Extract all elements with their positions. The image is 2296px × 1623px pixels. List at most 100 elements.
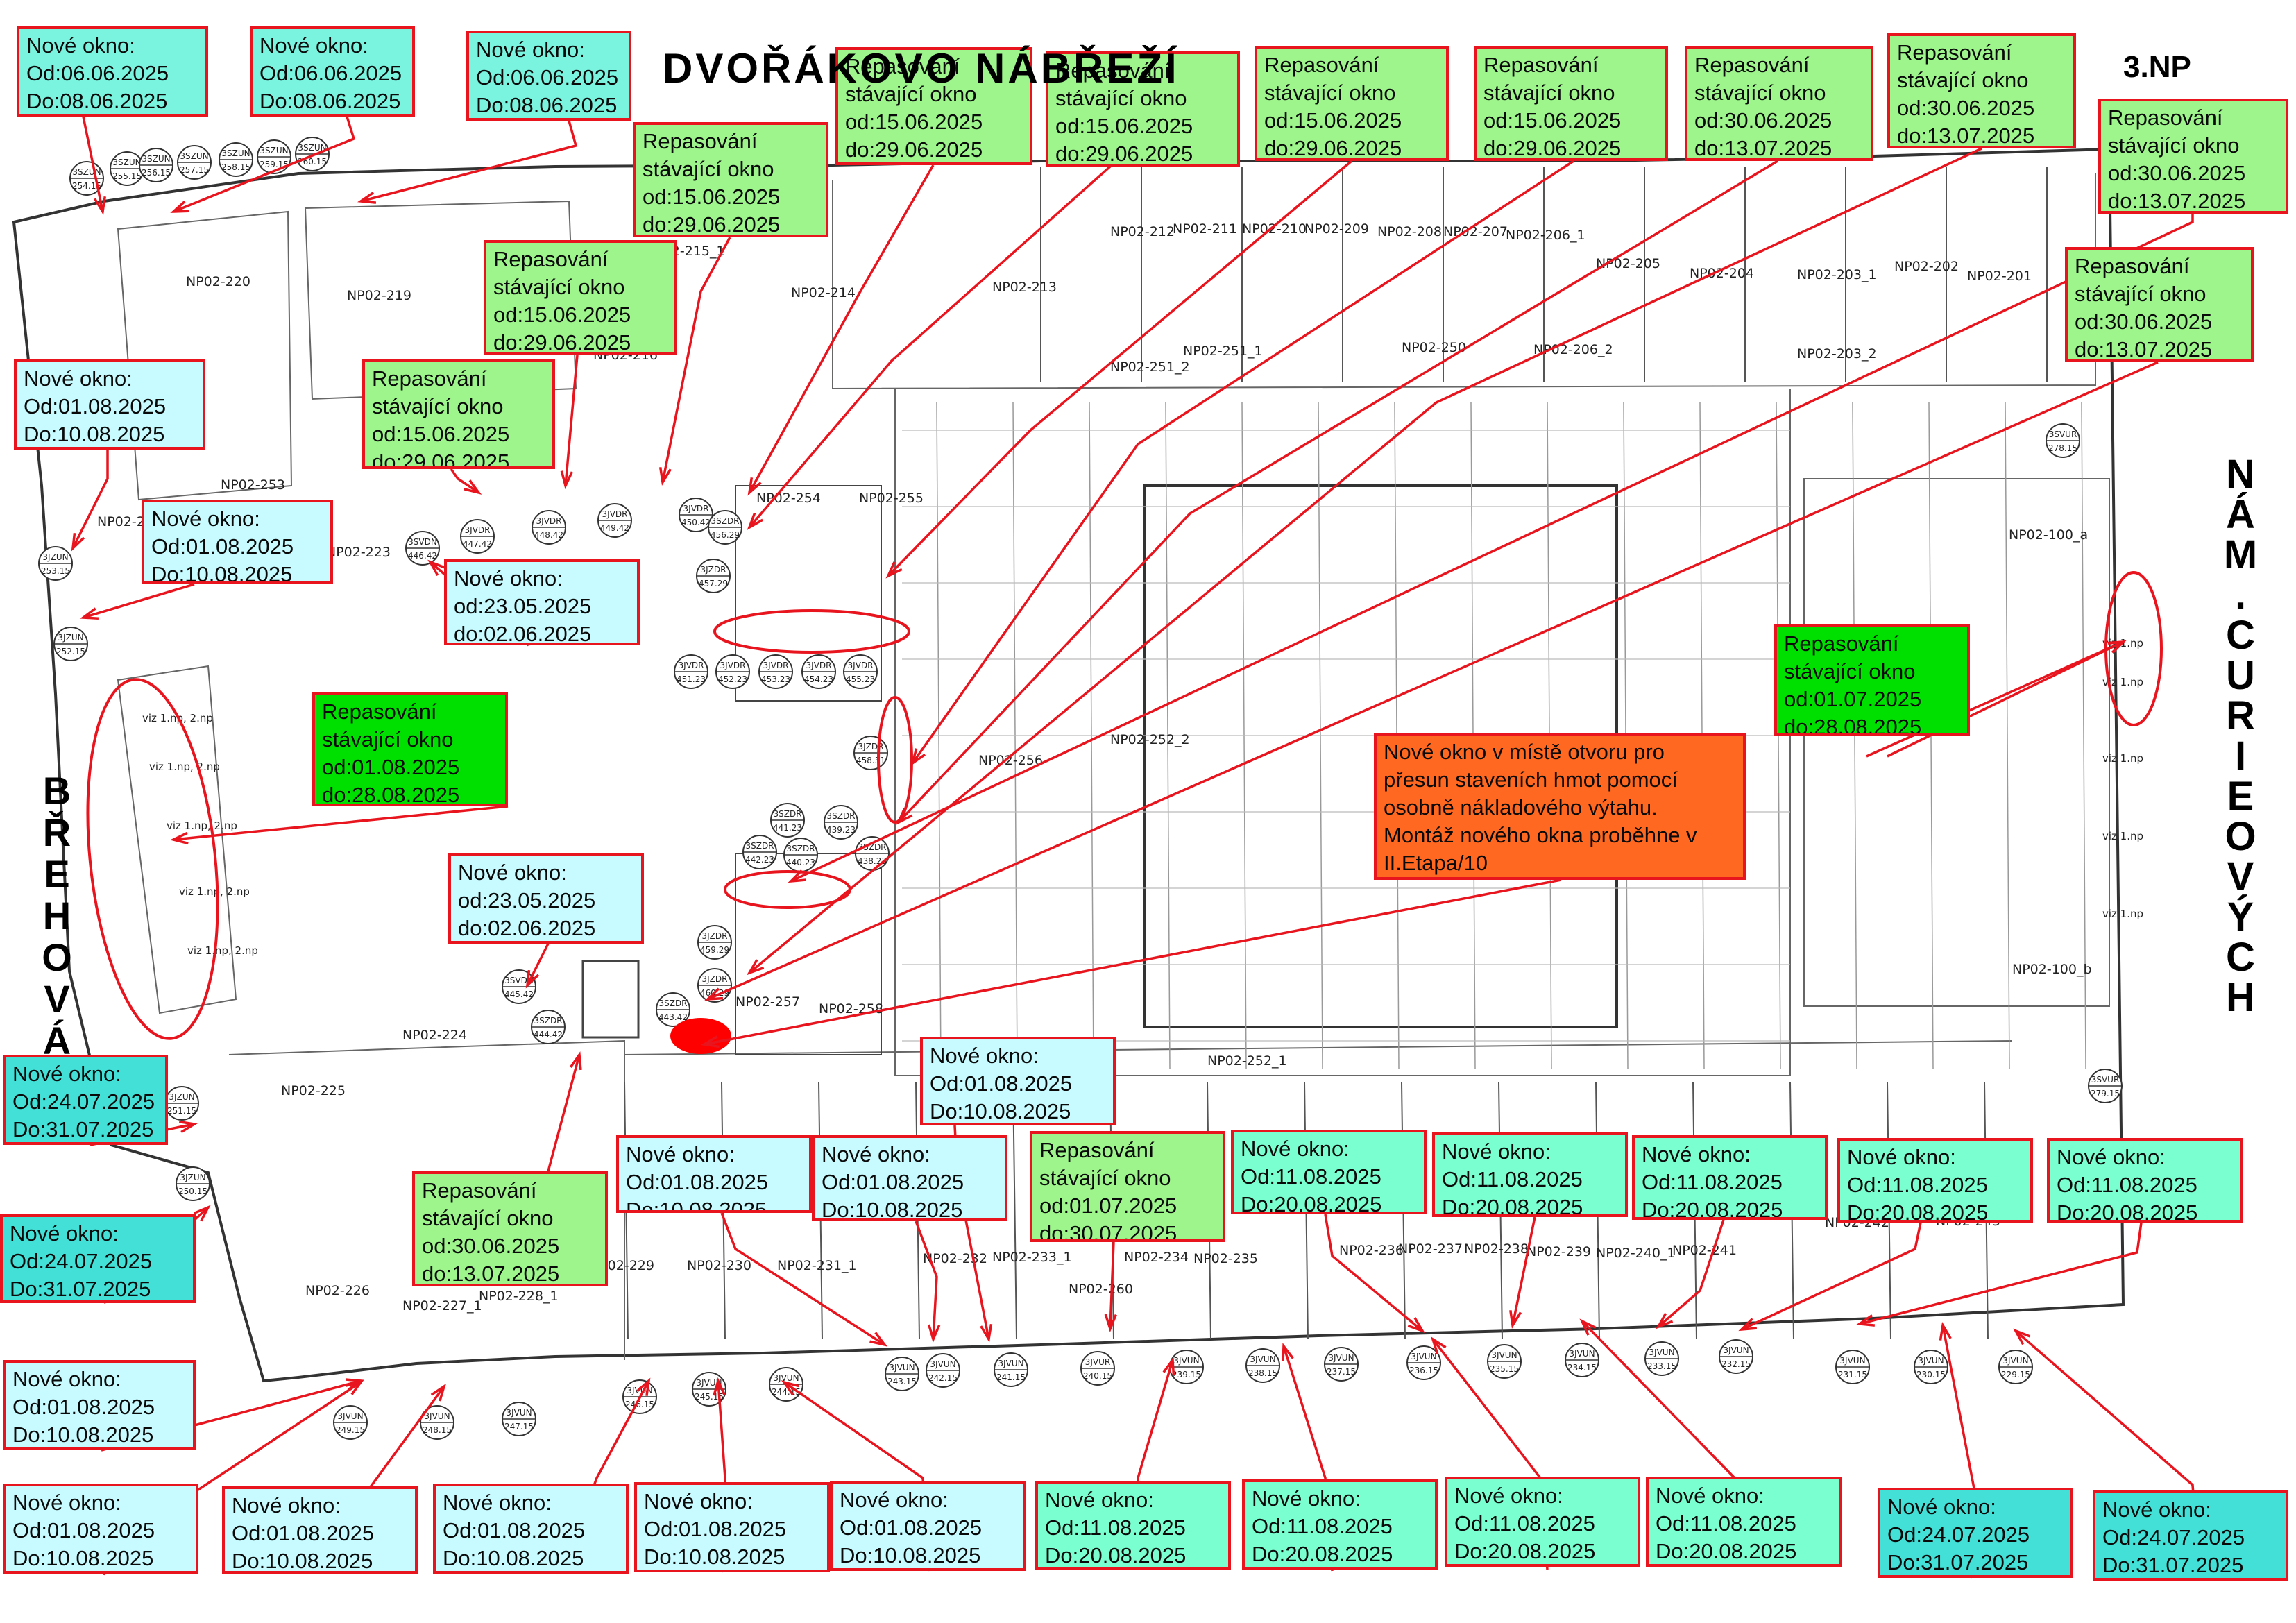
callout-arrow-head: [1579, 1318, 1597, 1336]
callout-arrow: [1109, 1241, 1115, 1329]
callout-arrow: [748, 164, 935, 493]
street-letter: I: [2234, 733, 2247, 779]
hall: [1803, 478, 2110, 1007]
callout-line: stávající okno: [2075, 282, 2206, 306]
callout-line: Od:01.08.2025: [626, 1170, 769, 1194]
callout-arrow-head: [178, 1120, 198, 1133]
callout-arrow-head: [885, 561, 903, 579]
callout-line: Nové okno:: [822, 1142, 930, 1166]
callout-line: do:30.07.2025: [1039, 1221, 1177, 1242]
viz-label: viz 1.np, 2.np: [187, 944, 258, 957]
callout-line: Od:24.07.2025: [1887, 1522, 2030, 1547]
room-label: NP02-225: [281, 1083, 346, 1098]
callout-line: do:02.06.2025: [458, 916, 596, 940]
window-tag-number: 245.15: [695, 1392, 724, 1402]
callout-arrow-head: [170, 200, 189, 213]
room-label: NP02-201: [1967, 269, 2032, 284]
callout-arrow: [1741, 1222, 1922, 1331]
callout-line: Do:08.06.2025: [476, 93, 618, 117]
callout-arrow-head: [1509, 1309, 1522, 1329]
window-tag-number: 233.15: [1647, 1361, 1676, 1371]
callout-arrow-head: [525, 969, 540, 989]
callout-line: Od:01.08.2025: [822, 1170, 964, 1194]
street-letter: E: [44, 852, 70, 896]
street-letter: Á: [42, 1019, 71, 1062]
callout-arrow: [1511, 1216, 1536, 1326]
callout-arrow-head: [1430, 1336, 1447, 1354]
window-tag-code: 3SZDR: [858, 842, 886, 852]
window-tag-code: 3SZDR: [711, 516, 739, 526]
callout-line: od:15.06.2025: [1264, 108, 1402, 133]
window-tag-number: 439.23: [826, 825, 856, 835]
window-tag-code: 3SZDR: [773, 809, 801, 819]
callout-line: Od:01.08.2025: [12, 1395, 155, 1419]
callout-arrow-head: [747, 512, 764, 530]
callout-arrow-head: [896, 808, 913, 825]
callout-arrow-head: [1856, 1314, 1876, 1327]
window-tag-number: 442.23: [745, 855, 774, 865]
window-tag-code: 3SVDN: [408, 537, 437, 547]
room-label: NP02-234: [1124, 1250, 1189, 1265]
window-tag-code: 3SZDR: [826, 811, 855, 821]
callout-line: od:30.06.2025: [422, 1234, 560, 1258]
callout-arrow: [360, 120, 578, 203]
street-letter: C: [2226, 613, 2255, 658]
room-label: NP02-240_1: [1596, 1246, 1676, 1261]
window-tag-code: 3JZDR: [702, 931, 728, 941]
callout-arrow-head: [1162, 1357, 1175, 1376]
callout-arrow-head: [1656, 1312, 1674, 1329]
callout-arrow-head: [2013, 1328, 2031, 1345]
callout-line: od:30.06.2025: [2075, 309, 2213, 334]
callout-line: Repasování: [1264, 53, 1379, 77]
callout-line: stávající okno: [1055, 86, 1187, 110]
callout-line: od:01.08.2025: [322, 755, 460, 779]
callout-line: Nové okno:: [840, 1488, 949, 1512]
callout-line: Nové okno:: [644, 1489, 753, 1513]
callout-line: od:30.06.2025: [2108, 161, 2246, 185]
window-tag-number: 279.15: [2091, 1089, 2120, 1098]
callout-line: Od:24.07.2025: [10, 1249, 153, 1273]
callout-line: Repasování: [372, 366, 487, 391]
callout-line: od:15.06.2025: [1483, 108, 1622, 133]
viz-label: viz 1.np: [2102, 676, 2143, 688]
highlight-ellipse: [724, 870, 851, 909]
window-tag-code: 3SZUN: [142, 154, 170, 164]
window-tag-number: 246.15: [625, 1400, 654, 1409]
window-tag-number: 253.15: [41, 566, 70, 576]
callout-line: Nové okno:: [10, 1221, 119, 1246]
window-tag-code: 3JVDR: [679, 661, 704, 670]
window-tag-code: 3SZUN: [112, 158, 141, 167]
callout-arrow: [71, 450, 109, 549]
room-label: NP02-227_1: [402, 1298, 482, 1314]
window-tag-number: 441.23: [773, 823, 802, 833]
callout-line: do:13.07.2025: [422, 1261, 560, 1286]
window-tag-number: 235.15: [1490, 1364, 1519, 1374]
window-tag-number: 243.15: [887, 1377, 917, 1386]
room-label: NP02-214: [791, 285, 856, 300]
callout-arrow-head: [781, 1380, 799, 1395]
callout-line: do:29.06.2025: [1264, 136, 1402, 160]
callout-line: Do:10.08.2025: [644, 1545, 785, 1569]
room-label: NP02-211: [1173, 221, 1237, 237]
room-label: NP02-252_2: [1110, 732, 1190, 747]
callout-arrow-head: [71, 532, 85, 552]
window-tag-code: 3SZDR: [658, 999, 687, 1008]
callout-line: Do:08.06.2025: [260, 89, 401, 113]
room-label: NP02-231_1: [777, 1258, 857, 1273]
